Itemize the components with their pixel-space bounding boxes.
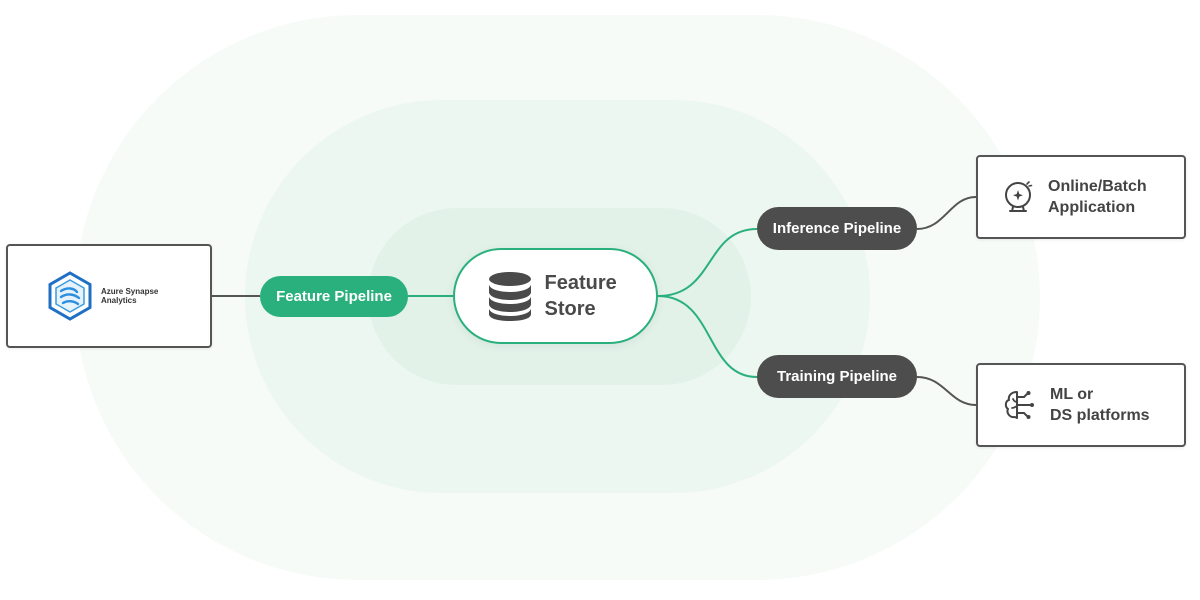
training-pipeline-pill: Training Pipeline [757, 355, 917, 398]
azure-synapse-source-box: Azure Synapse Analytics [6, 244, 212, 348]
training-pipeline-label: Training Pipeline [776, 368, 898, 385]
ml-ds-platforms-label: ML or DS platforms [1050, 384, 1170, 426]
azure-synapse-label-line2: Analytics [101, 296, 137, 305]
online-batch-application-box: Online/Batch Application [976, 155, 1186, 239]
inference-pipeline-pill: Inference Pipeline [757, 207, 917, 250]
azure-synapse-label-line1: Azure Synapse [101, 287, 159, 296]
online-batch-label-line2: Application [1048, 199, 1136, 216]
online-batch-label-line1: Online/Batch [1048, 178, 1147, 195]
feature-pipeline-label: Feature Pipeline [276, 288, 392, 305]
feature-store-label: Feature Store [545, 270, 625, 322]
ml-ds-label-line1: ML or [1050, 386, 1094, 403]
brain-circuit-icon [1004, 391, 1034, 419]
connector-store-to-inference [657, 228, 758, 297]
feature-store-label-line2: Store [544, 298, 596, 320]
ml-ds-label-line2: DS platforms [1050, 407, 1150, 424]
database-icon [488, 272, 531, 321]
connector-store-to-training [657, 295, 758, 378]
ml-ds-platforms-box: ML or DS platforms [976, 363, 1186, 447]
feature-store-label-line1: Feature [544, 272, 617, 294]
azure-synapse-icon [48, 271, 92, 321]
online-batch-application-label: Online/Batch Application [1048, 176, 1168, 218]
azure-synapse-logo: Azure Synapse Analytics [47, 271, 171, 321]
feature-pipeline-pill: Feature Pipeline [260, 276, 408, 317]
connector-training-to-ml [916, 376, 977, 406]
connector-inference-to-app [916, 196, 977, 230]
feature-store-node: Feature Store [453, 248, 658, 344]
azure-synapse-label: Azure Synapse Analytics [101, 287, 171, 305]
inference-pipeline-label: Inference Pipeline [772, 220, 902, 237]
gauge-sparkle-icon [1005, 181, 1033, 212]
